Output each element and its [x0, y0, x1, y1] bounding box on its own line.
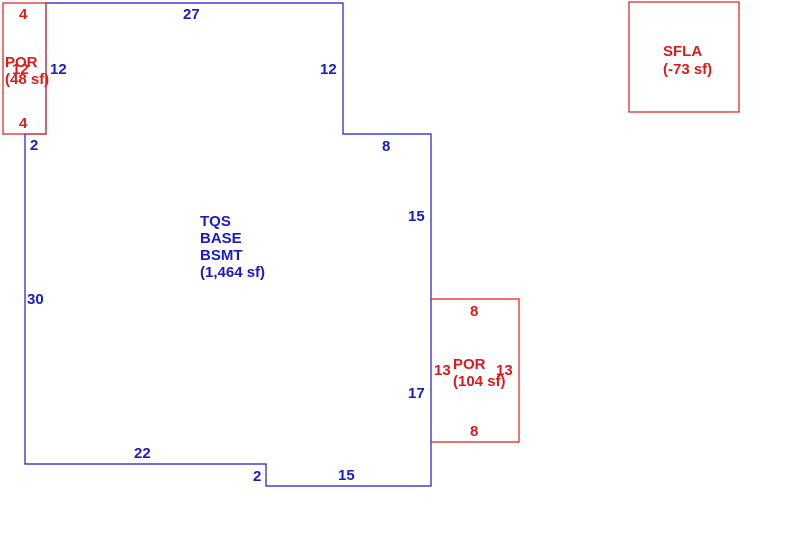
porch-left-outline: [2, 2, 47, 135]
porch-left-name: POR: [5, 54, 38, 71]
dim-top: 27: [183, 6, 200, 23]
dim-step-bottom: 2: [253, 468, 261, 485]
porch-right-dim-right: 13: [496, 362, 513, 379]
porch-right-name: POR: [453, 356, 486, 373]
porch-left-dim-bottom: 4: [19, 115, 28, 132]
porch-left-dim-top: 4: [19, 6, 28, 23]
dim-left-upper: 12: [50, 61, 67, 78]
main-area-name-line-1: TQS: [200, 213, 231, 230]
main-area-name-line-3: BSMT: [200, 247, 243, 264]
porch-right-dim-top: 8: [470, 303, 478, 320]
dim-step-top: 8: [382, 138, 390, 155]
dim-bottom-right: 15: [338, 467, 355, 484]
porch-right-outline: [431, 298, 520, 443]
dim-bottom-left: 22: [134, 445, 151, 462]
dim-left: 30: [27, 291, 44, 308]
sfla-sqft: (-73 sf): [663, 61, 712, 78]
porch-left-sqft: (48 sf): [5, 71, 49, 88]
porch-left-dim-side: 12: [12, 61, 29, 78]
dim-right-lower: 17: [408, 385, 425, 402]
dim-right-mid: 15: [408, 208, 425, 225]
porch-right-sqft: (104 sf): [453, 373, 506, 390]
dim-right-upper: 12: [320, 61, 337, 78]
main-area-name-line-2: BASE: [200, 230, 242, 247]
main-area-sqft: (1,464 sf): [200, 264, 265, 281]
dim-left-step: 2: [30, 137, 38, 154]
porch-right-dim-bottom: 8: [470, 423, 478, 440]
sfla-outline: [628, 1, 740, 113]
sfla-name: SFLA: [663, 43, 702, 60]
porch-right-dim-left: 13: [434, 362, 451, 379]
